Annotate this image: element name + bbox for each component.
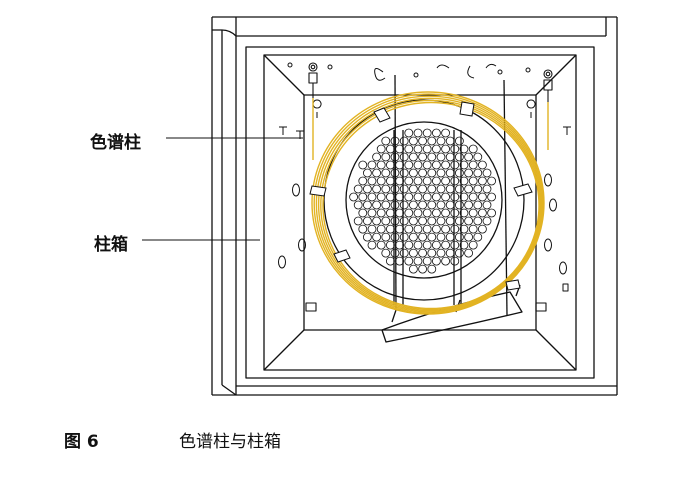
- oven-cabinet: [211, 16, 618, 396]
- figure-caption: 色谱柱与柱箱: [179, 432, 281, 452]
- label-oven: 柱箱: [94, 235, 128, 255]
- wall-fixtures: [278, 62, 571, 292]
- figure-number: 图 6: [64, 432, 99, 452]
- column-leads: [312, 98, 549, 160]
- inlet-fittings: [305, 62, 553, 312]
- label-column: 色谱柱: [90, 133, 141, 153]
- leader-lines: [142, 137, 303, 241]
- column-clips: [309, 101, 533, 291]
- column-coil: [311, 91, 545, 315]
- fan-guard-mesh: [349, 128, 497, 274]
